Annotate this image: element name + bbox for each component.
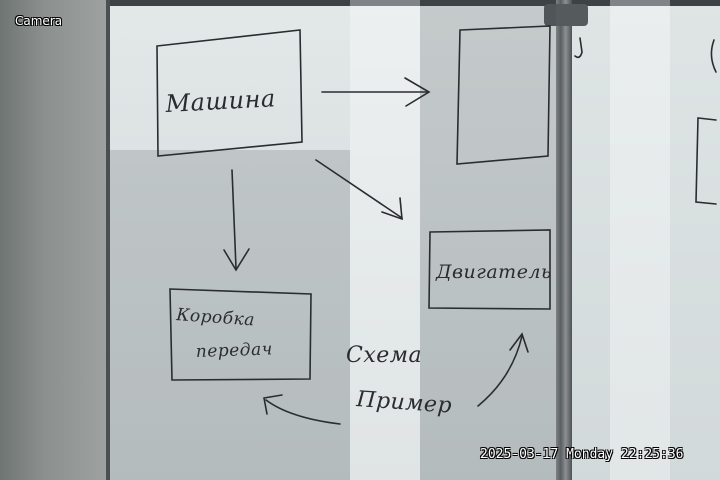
timestamp-overlay: 2025-03-17 Monday 22:25:36 <box>480 447 684 462</box>
box-engine-outline <box>428 229 551 310</box>
caption-line2: Пример <box>355 387 453 419</box>
arrow-head <box>509 332 529 353</box>
arrow-head <box>263 394 283 415</box>
arrow-head <box>381 197 403 221</box>
arrow-line <box>231 169 237 269</box>
partial-box-outline <box>695 117 717 205</box>
whiteboard-top-frame <box>110 0 720 6</box>
wall <box>0 0 108 480</box>
box-gearbox-label-line1: Коробка <box>175 305 256 331</box>
arrow-line <box>315 159 403 219</box>
whiteboard-divider <box>556 0 572 480</box>
whiteboard-hinge <box>544 4 588 26</box>
whiteboard-right-panel <box>572 0 720 480</box>
box-gearbox-outline <box>169 288 312 381</box>
caption-line1: Схема <box>346 343 422 368</box>
shadow-stripe <box>420 0 556 480</box>
arrow-head <box>223 248 250 272</box>
arrow-line <box>265 399 341 425</box>
arrow-line <box>477 335 523 407</box>
box-gearbox-label-line2: передач <box>195 339 273 362</box>
partial-mark <box>710 39 717 73</box>
partial-mark <box>574 37 583 59</box>
camera-label: Camera <box>15 14 63 28</box>
box-engine-label: Двигатель <box>435 261 552 283</box>
arrow-head <box>404 77 431 107</box>
box-machine-label: Машина <box>164 84 277 118</box>
light-stripe <box>610 0 670 480</box>
box-empty-outline <box>456 25 551 165</box>
box-machine-outline <box>156 29 303 157</box>
